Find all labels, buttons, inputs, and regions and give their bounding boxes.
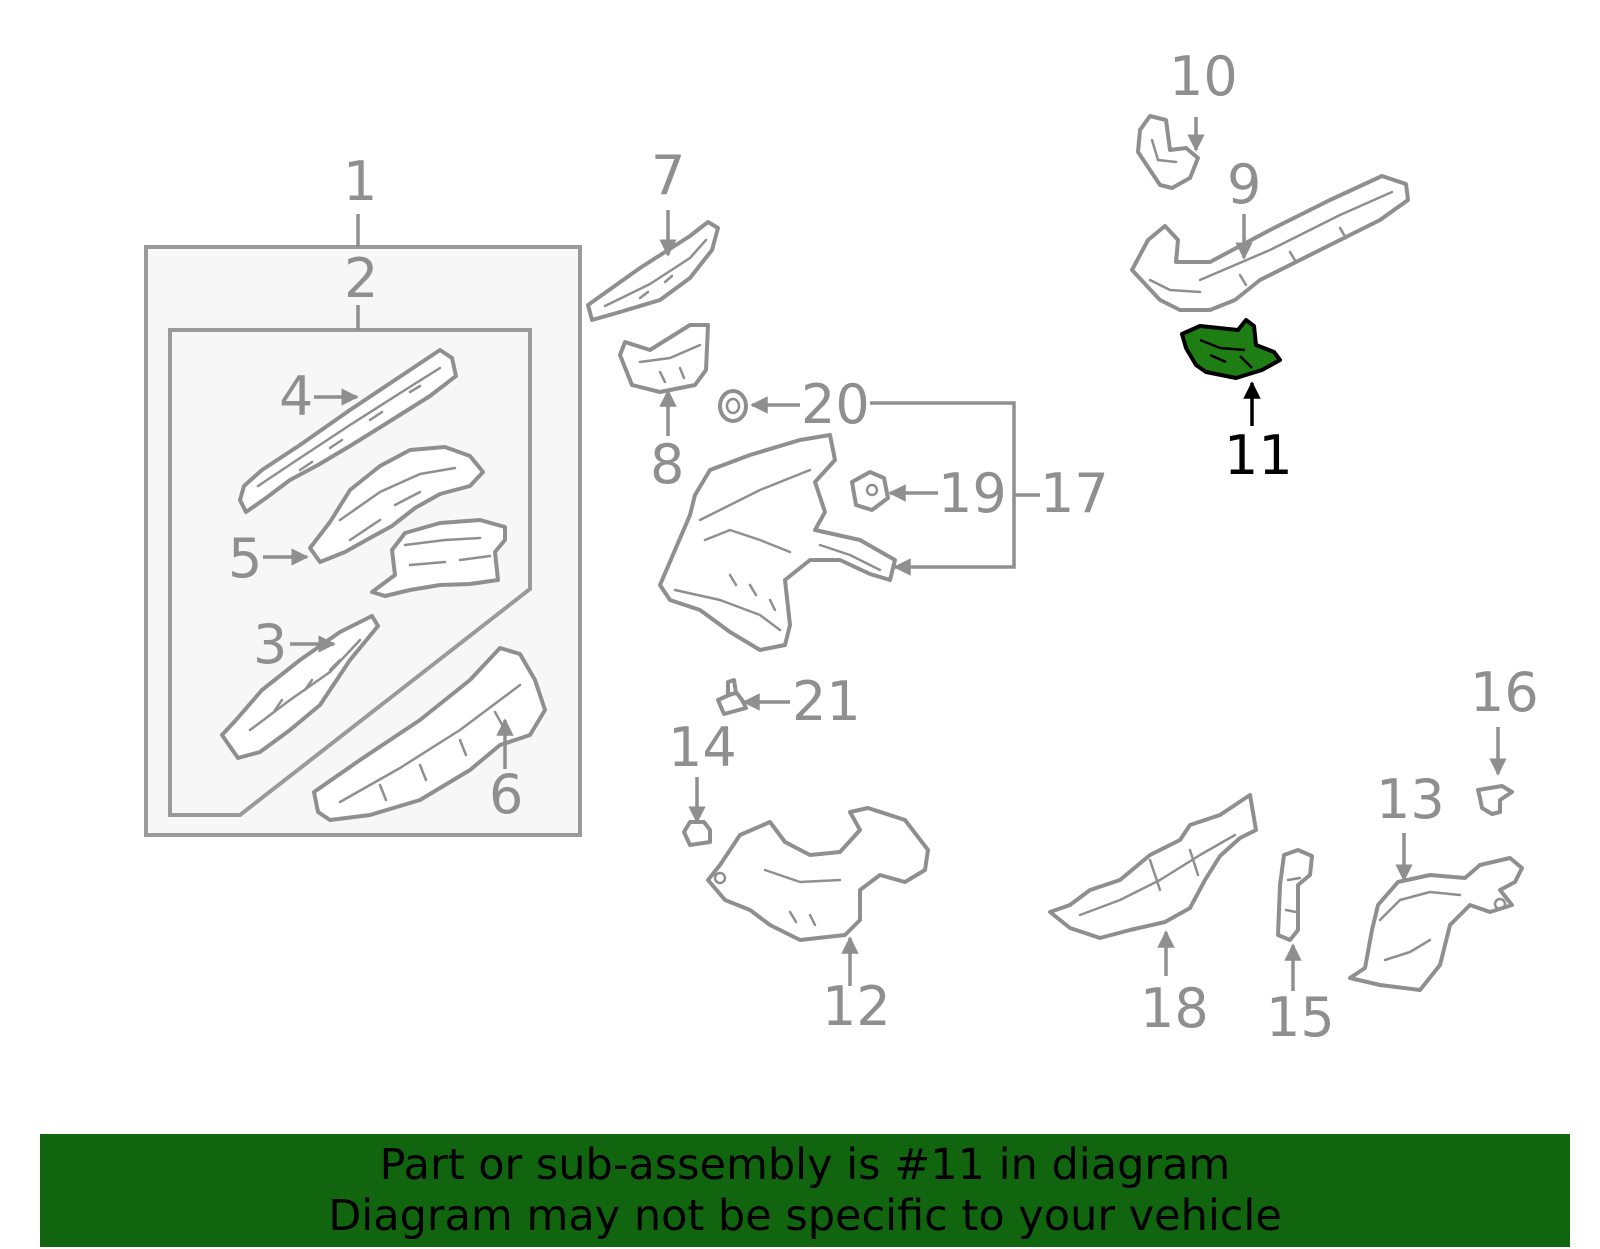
callout-12: 12	[822, 975, 891, 1038]
part-5-apron[interactable]	[308, 445, 485, 564]
part-12-shroud[interactable]	[706, 806, 930, 942]
part-7-bracket[interactable]	[586, 220, 720, 322]
callout-3: 3	[253, 613, 287, 676]
part-11-highlighted[interactable]	[1180, 318, 1282, 380]
callout-11: 11	[1224, 424, 1293, 487]
part-13-wheelhouse[interactable]	[1348, 856, 1524, 992]
info-banner: Part or sub-assembly is #11 in diagram D…	[40, 1134, 1570, 1247]
callout-4: 4	[279, 365, 313, 428]
callout-2: 2	[344, 247, 378, 310]
callout-21: 21	[792, 670, 861, 733]
callout-10: 10	[1169, 45, 1238, 108]
part-15-bracket[interactable]	[1276, 848, 1314, 942]
callout-1: 1	[343, 150, 377, 213]
callout-6: 6	[489, 763, 523, 826]
callout-13: 13	[1376, 768, 1445, 831]
callout-9: 9	[1227, 153, 1261, 216]
part-20-nut[interactable]	[718, 389, 748, 423]
part-3-bracket[interactable]	[220, 614, 380, 760]
callout-14: 14	[668, 716, 737, 779]
callout-8: 8	[650, 433, 684, 496]
callout-16: 16	[1470, 661, 1539, 724]
callout-19: 19	[938, 462, 1007, 525]
banner-line-2: Diagram may not be specific to your vehi…	[328, 1191, 1282, 1241]
part-10-bracket[interactable]	[1136, 114, 1200, 190]
part-16-push-pin[interactable]	[1476, 784, 1514, 816]
part-6-frame-rail[interactable]	[312, 646, 547, 822]
callout-7: 7	[651, 144, 685, 207]
part-14-nut[interactable]	[682, 820, 712, 847]
part-4-rail[interactable]	[238, 348, 458, 514]
callout-17: 17	[1040, 462, 1109, 525]
part-5b-wheelhouse[interactable]	[370, 518, 507, 598]
callout-18: 18	[1140, 977, 1209, 1040]
callout-5: 5	[228, 527, 262, 590]
part-17-bulkhead[interactable]	[658, 433, 897, 652]
banner-line-1: Part or sub-assembly is #11 in diagram	[379, 1140, 1231, 1190]
part-18-floor-panel[interactable]	[1048, 793, 1258, 940]
part-19-clip[interactable]	[850, 470, 890, 512]
callout-15: 15	[1266, 986, 1335, 1049]
part-9-rail[interactable]	[1130, 174, 1410, 312]
part-21-screw[interactable]	[716, 678, 748, 716]
part-8-bracket[interactable]	[618, 323, 710, 394]
callout-20: 20	[801, 373, 870, 436]
